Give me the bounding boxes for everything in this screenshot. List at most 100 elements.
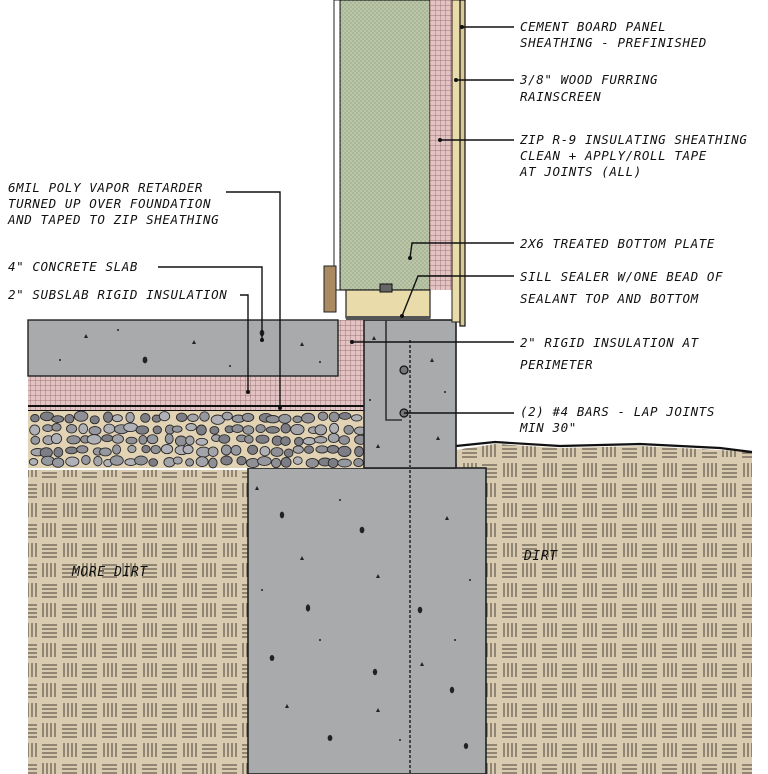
gravel-stone bbox=[280, 423, 291, 434]
label-bottom-plate: 2x6 TREATED BOTTOM PLATE bbox=[520, 236, 715, 251]
gravel-stone bbox=[150, 444, 161, 455]
footing-aggregate bbox=[255, 486, 471, 749]
gravel-stone bbox=[283, 448, 294, 458]
gravel-stone bbox=[127, 444, 137, 454]
gravel-stone bbox=[164, 433, 174, 445]
gravel-stone bbox=[294, 436, 304, 447]
gravel-stone bbox=[241, 412, 255, 422]
gravel-stone bbox=[138, 434, 148, 445]
rebar-upper bbox=[399, 365, 409, 375]
gravel-stone bbox=[196, 424, 207, 436]
gravel-stone bbox=[255, 434, 270, 444]
gravel-stone bbox=[30, 435, 41, 445]
gravel-stone bbox=[187, 413, 199, 422]
anchor-nut bbox=[379, 283, 393, 293]
label-vapor-retarder: 6MIL POLY VAPOR RETARDER TURNED UP OVER … bbox=[7, 180, 219, 227]
anchor-bolt bbox=[385, 288, 402, 421]
gravel-stone bbox=[209, 425, 220, 435]
gravel-stone bbox=[64, 413, 75, 424]
gravel-stone bbox=[353, 457, 364, 468]
gravel-stone bbox=[28, 458, 39, 466]
gravel-stone bbox=[103, 411, 113, 423]
interior-finish bbox=[333, 0, 341, 291]
baseboard bbox=[323, 265, 337, 313]
gravel-stone bbox=[88, 426, 102, 436]
gravel-stone bbox=[315, 445, 329, 454]
gravel-stone bbox=[175, 412, 188, 422]
gravel-stone bbox=[242, 425, 255, 435]
gravel-stone bbox=[81, 455, 91, 465]
gravel-stone bbox=[338, 435, 350, 445]
gravel-stone bbox=[29, 424, 41, 436]
gravel-stone bbox=[93, 455, 103, 467]
gravel-stone bbox=[141, 444, 151, 454]
gravel-stone bbox=[314, 424, 328, 436]
gravel-stone bbox=[73, 410, 89, 422]
gravel-stone bbox=[65, 446, 78, 455]
gravel-stone bbox=[160, 444, 174, 455]
gravel-stone bbox=[51, 457, 65, 468]
gravel-stone bbox=[218, 434, 231, 444]
gravel-stone bbox=[112, 444, 122, 455]
dirt-left bbox=[28, 470, 248, 774]
gravel-stone bbox=[163, 457, 176, 468]
gravel-stone bbox=[152, 425, 162, 435]
gravel-stone bbox=[174, 435, 188, 447]
gravel-stone bbox=[244, 434, 254, 444]
gravel-stone bbox=[30, 414, 40, 423]
label-concrete-slab: 4" CONCRETE SLAB bbox=[8, 259, 138, 274]
label-wood-furring: 3/8" WOOD FURRING RAINSCREEN bbox=[519, 72, 666, 104]
gravel-stone bbox=[99, 447, 112, 457]
gravel-stone bbox=[50, 433, 63, 445]
gravel-stone bbox=[327, 457, 339, 469]
gravel-stone bbox=[328, 411, 340, 423]
gravel-stone bbox=[134, 455, 148, 466]
gravel-stone bbox=[343, 424, 354, 435]
gravel-stone bbox=[265, 426, 280, 434]
gravel-stone bbox=[76, 445, 89, 454]
gravel-stone bbox=[123, 422, 138, 433]
gravel-stone bbox=[208, 457, 218, 469]
label-zip-sheathing: ZIP R-9 INSULATING SHEATHING CLEAN + APP… bbox=[519, 132, 756, 179]
gravel-stone bbox=[271, 457, 282, 469]
gravel-stone bbox=[66, 424, 78, 434]
gravel-stone bbox=[337, 445, 352, 457]
gravel-stones bbox=[28, 410, 368, 469]
gravel-stone bbox=[140, 413, 151, 423]
gravel-stone bbox=[199, 411, 210, 422]
gravel-stone bbox=[220, 444, 232, 456]
label-more-dirt: MORE DIRT bbox=[71, 565, 148, 580]
gravel-stone bbox=[329, 422, 340, 434]
gravel-stone bbox=[66, 435, 81, 445]
gravel-stone bbox=[305, 457, 319, 469]
gravel-stone bbox=[101, 434, 114, 443]
gravel-stone bbox=[278, 413, 292, 424]
gravel-stone bbox=[89, 415, 100, 425]
gravel-stone bbox=[185, 458, 195, 467]
gravel-stone bbox=[236, 456, 247, 466]
gravel-stone bbox=[182, 444, 194, 455]
gravel-stone bbox=[109, 455, 124, 466]
gravel-stone bbox=[301, 412, 316, 424]
gravel-stone bbox=[327, 432, 340, 444]
gravel-stone bbox=[220, 455, 233, 466]
gravel-stone bbox=[111, 434, 124, 444]
gravel-stone bbox=[135, 425, 150, 435]
gravel-stone bbox=[292, 445, 304, 454]
concrete-slab bbox=[27, 319, 339, 377]
gravel-stone bbox=[265, 415, 280, 424]
gravel-stone bbox=[337, 458, 352, 468]
gravel-stone bbox=[338, 412, 352, 420]
gravel-stone bbox=[51, 423, 62, 432]
annotation-labels: CEMENT BOARD PANEL SHEATHING - PREFINISH… bbox=[7, 19, 756, 580]
gravel-stone bbox=[195, 437, 209, 446]
gravel-stone bbox=[302, 437, 316, 446]
gravel-stone bbox=[158, 411, 171, 422]
gravel-stone bbox=[304, 445, 314, 454]
gravel-stone bbox=[292, 456, 303, 465]
leader-lines bbox=[158, 25, 514, 414]
stem-aggregate bbox=[369, 336, 446, 448]
gravel-stone bbox=[259, 445, 271, 457]
dirt-right bbox=[456, 444, 752, 774]
gravel-stone bbox=[351, 414, 363, 422]
